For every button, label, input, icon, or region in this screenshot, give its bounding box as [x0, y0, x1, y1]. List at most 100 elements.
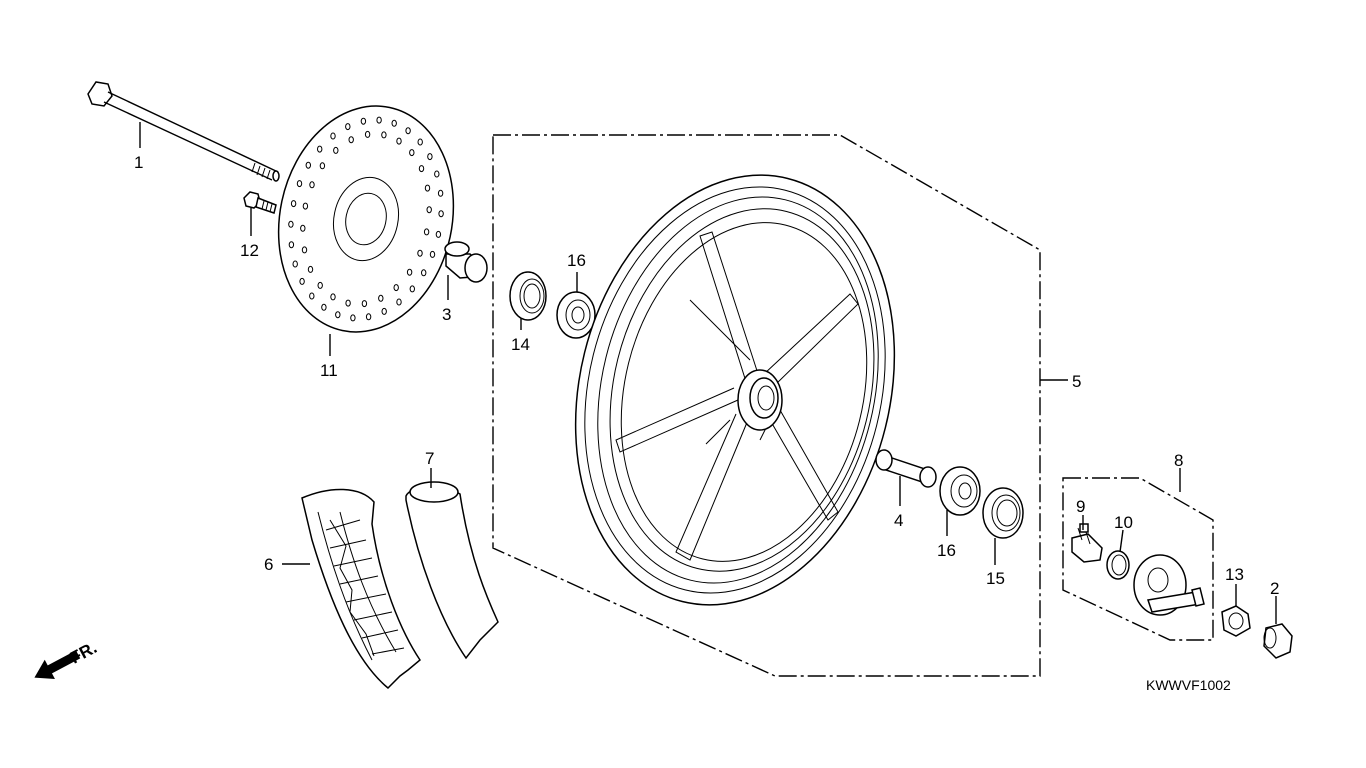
brake-disc	[277, 105, 455, 333]
disc-hole	[290, 200, 297, 208]
disc-hole	[302, 202, 309, 210]
disc-hole	[418, 165, 425, 173]
disc-hole	[301, 246, 308, 254]
callout-16-right: 16	[937, 541, 956, 560]
disc-slot-inner	[363, 149, 390, 172]
speedometer-gear-retainer	[1071, 523, 1103, 563]
disc-hole	[396, 298, 402, 306]
disc-hole	[365, 313, 372, 321]
disc-hole	[405, 127, 411, 135]
axle-nut	[1221, 605, 1251, 637]
disc-slot-inner	[376, 252, 392, 288]
inner-tube	[405, 481, 499, 660]
disc-hole	[435, 230, 442, 238]
callout-12: 12	[240, 241, 259, 260]
disc-hole	[426, 206, 432, 214]
disc-hole	[299, 277, 305, 285]
radial-bearing-right	[939, 466, 981, 516]
callout-16-left: 16	[567, 251, 586, 270]
side-collar	[444, 241, 488, 283]
callout-8: 8	[1174, 451, 1183, 470]
callout-10: 10	[1114, 513, 1133, 532]
disc-hole	[321, 303, 327, 311]
disc-hole	[378, 294, 384, 302]
callout-4: 4	[894, 511, 903, 530]
disc-bolt	[243, 191, 277, 214]
speedometer-gear-box	[1133, 554, 1205, 616]
callout-14: 14	[511, 335, 530, 354]
brake-disc-slots	[310, 149, 422, 289]
disc-hole	[423, 228, 430, 236]
disc-slot-inner	[401, 225, 409, 261]
disc-hole	[296, 180, 303, 188]
disc-slot-inner	[342, 266, 369, 289]
front-axle	[87, 81, 280, 182]
disc-hole	[305, 161, 311, 169]
disc-slot-inner	[317, 259, 346, 265]
disc-hole	[350, 314, 356, 322]
disc-hole	[438, 210, 444, 218]
disc-slot-inner	[386, 172, 415, 178]
callout-9: 9	[1076, 497, 1085, 516]
wheel-assembly-boundary	[492, 134, 1041, 677]
callout-5: 5	[1072, 372, 1081, 391]
disc-hole	[396, 137, 402, 145]
front-direction-label: FR.	[67, 638, 100, 668]
disc-hole	[409, 285, 415, 293]
callout-7: 7	[425, 449, 434, 468]
disc-hole	[429, 250, 436, 258]
cap-nut	[1263, 623, 1293, 659]
radial-bearing-left	[556, 291, 596, 339]
disc-hole	[307, 265, 314, 273]
disc-hole	[421, 269, 427, 277]
callout-15: 15	[986, 569, 1005, 588]
disc-hole	[427, 153, 433, 161]
disc-hole	[437, 189, 444, 197]
disc-hole	[381, 131, 387, 139]
disc-hole	[317, 145, 323, 153]
disc-hole	[381, 307, 387, 315]
disc-hole	[309, 181, 315, 189]
disc-hole	[361, 300, 368, 308]
disc-hole	[330, 293, 336, 301]
tire	[301, 488, 421, 690]
front-direction-arrow-icon	[34, 650, 81, 680]
disc-hole	[424, 184, 431, 192]
disc-hole	[348, 136, 354, 144]
dust-seal-left	[509, 271, 547, 321]
disc-hole	[288, 220, 294, 228]
disc-hole	[364, 130, 371, 138]
disc-hole	[330, 132, 336, 140]
disc-hole	[376, 116, 382, 124]
disc-hole	[345, 299, 351, 307]
callout-2: 2	[1270, 579, 1279, 598]
brake-disc-holes	[288, 116, 444, 322]
disc-hole	[417, 249, 423, 257]
disc-hole	[335, 311, 341, 319]
dust-seal-right	[982, 487, 1024, 539]
callout-11: 11	[320, 361, 338, 380]
disc-hole	[309, 292, 315, 300]
callout-13: 13	[1225, 565, 1244, 584]
disc-hole	[319, 162, 326, 170]
drawing-code: KWWVF1002	[1146, 677, 1231, 693]
disc-slot-inner	[310, 219, 332, 243]
disc-hole	[360, 117, 367, 125]
disc-hole	[417, 138, 423, 146]
disc-slot-inner	[400, 195, 422, 219]
front-wheel	[574, 174, 896, 606]
disc-hole	[345, 123, 351, 131]
disc-slot-inner	[340, 150, 356, 186]
disc-hole	[409, 149, 415, 157]
disc-hole	[406, 268, 413, 276]
distance-collar	[875, 449, 937, 488]
disc-hole	[292, 260, 298, 268]
gasket	[1106, 550, 1130, 580]
disc-hole	[333, 146, 339, 154]
disc-slot-inner	[323, 177, 331, 213]
disc-hole	[434, 170, 440, 178]
callout-1: 1	[134, 153, 143, 172]
leader-lines	[139, 122, 1277, 624]
disc-hole	[393, 284, 399, 292]
